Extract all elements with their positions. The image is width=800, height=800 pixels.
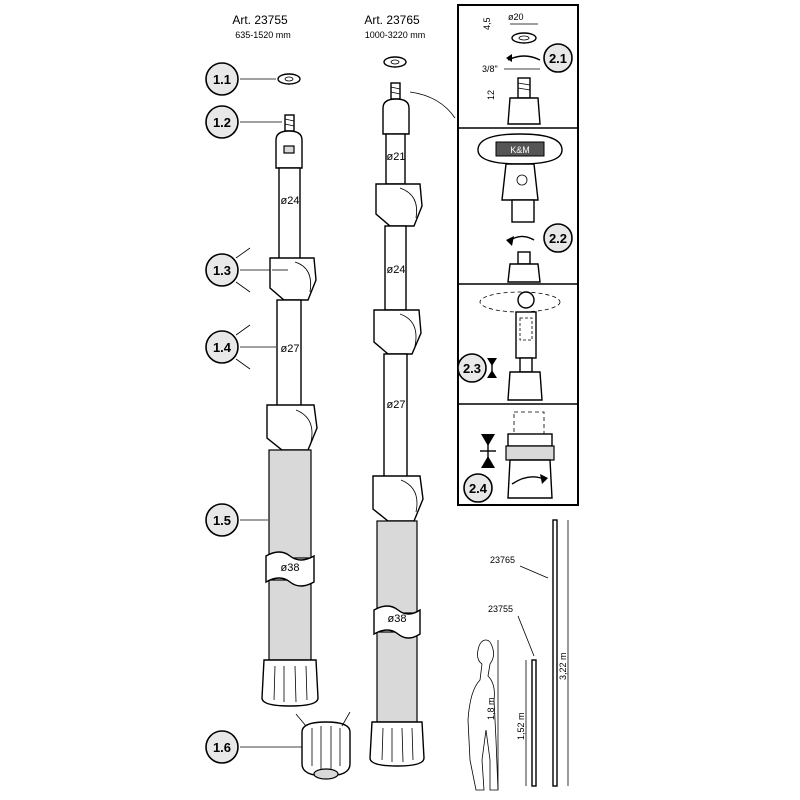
long-pole-article: 23765: [490, 555, 515, 565]
callout-circle: [205, 62, 239, 96]
ring-part: [277, 73, 301, 85]
callouts: 1.1 1.2 1.3 1.4 1.5 1.6: [205, 62, 302, 764]
diameter-label: ø27: [387, 399, 406, 411]
step-2-4: 2.4: [463, 411, 555, 503]
tube-d27: [383, 353, 408, 479]
grip-tube-upper: [268, 449, 312, 559]
range-right: 1000-3220 mm: [365, 30, 426, 40]
thread-pin: [390, 82, 401, 100]
diameter-label: ø24: [387, 264, 406, 276]
detail-panel: ø20 4,5 2.1 3/8" 12 K&M: [457, 4, 579, 506]
step-label: 2.2: [549, 231, 567, 246]
callout-label: 1.3: [213, 263, 231, 278]
diameter-label: ø38: [388, 613, 407, 625]
clamp-knob: [372, 475, 424, 522]
ring-diameter: ø20: [508, 12, 524, 22]
clamp-knob: [375, 183, 423, 227]
step-2-1: ø20 4,5 2.1 3/8" 12: [482, 12, 573, 125]
callout-circle: [205, 253, 239, 287]
height-comparison: 1,8 m 23755 1,52 m 23765 3,22 m: [467, 519, 569, 791]
article-left: Art. 23755: [232, 13, 288, 27]
long-pole-height: 3,22 m: [558, 652, 568, 680]
callout-label: 1.4: [213, 340, 232, 355]
callout-label: 1.6: [213, 740, 231, 755]
detail-leader: [409, 91, 456, 119]
person-height: 1,8 m: [486, 697, 496, 720]
clamp-knob: [266, 404, 318, 451]
callout-label: 1.5: [213, 513, 231, 528]
callout-circle: [205, 730, 239, 764]
clamp-knob: [373, 309, 422, 355]
range-left: 635-1520 mm: [235, 30, 291, 40]
grip-tube-lower: [376, 631, 418, 723]
foot-cap: [261, 659, 319, 707]
diameter-label: ø38: [281, 562, 300, 574]
clamp-knob: [269, 257, 317, 301]
pole-right: [369, 56, 425, 767]
article-right: Art. 23765: [364, 13, 420, 27]
top-cap: [382, 98, 410, 135]
callout-circle: [205, 503, 239, 537]
diameter-label: ø24: [281, 195, 300, 207]
foot-cap: [369, 721, 425, 767]
tube-d24: [278, 167, 301, 261]
step-2-2: K&M 2.2: [477, 133, 573, 283]
ring-height: 4,5: [482, 17, 492, 30]
ring-part: [383, 56, 407, 68]
diameter-label: ø27: [281, 343, 300, 355]
thread-size: 3/8": [482, 64, 498, 74]
thread-length: 12: [486, 90, 496, 100]
grip-tube-lower: [268, 579, 312, 661]
short-pole-article: 23755: [488, 604, 513, 614]
grip-tube-upper: [376, 520, 418, 614]
step-circle: [543, 43, 573, 73]
step-label: 2.1: [549, 51, 567, 66]
step-2-3: 2.3: [457, 291, 561, 401]
callout-circle: [205, 105, 239, 139]
spare-foot: [295, 711, 351, 780]
person-figure: [467, 639, 499, 791]
step-circle: [463, 473, 493, 503]
short-pole-height: 1,52 m: [516, 712, 526, 740]
callout-label: 1.2: [213, 115, 231, 130]
callout-label: 1.1: [213, 72, 231, 87]
diameter-label: ø21: [387, 151, 406, 163]
step-circle: [457, 353, 487, 383]
step-label: 2.4: [469, 481, 488, 496]
callout-circle: [205, 330, 239, 364]
thread-pin: [284, 114, 295, 132]
step-circle: [543, 223, 573, 253]
step-label: 2.3: [463, 361, 481, 376]
brand-logo: K&M: [510, 145, 530, 155]
pole-left: [261, 73, 319, 707]
